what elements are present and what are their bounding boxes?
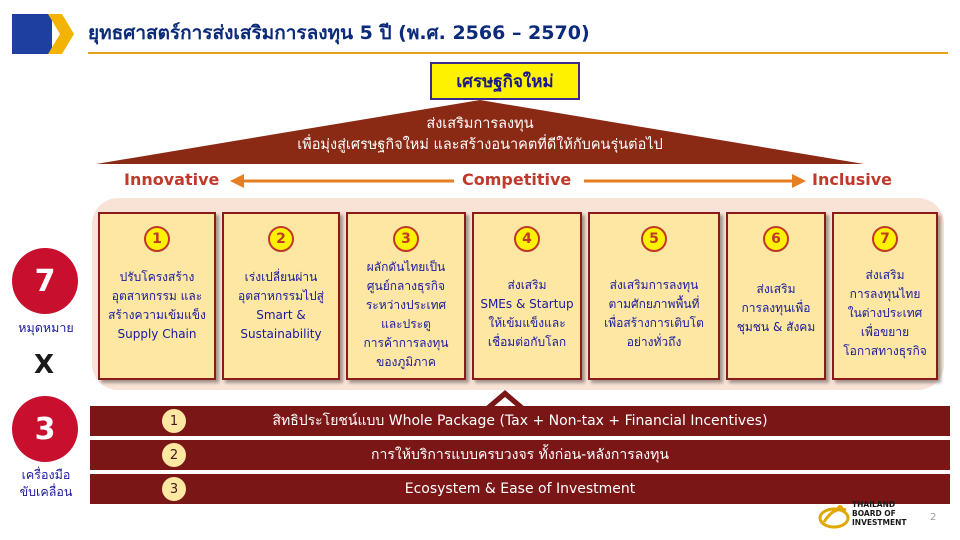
pillar-7: 7 ส่งเสริม การลงทุนไทย ในต่างประเทศ เพื่…	[832, 212, 938, 380]
pillar-text: ส่งเสริมการลงทุน ตามศักยภาพพื้นที่ เพื่อ…	[592, 276, 716, 352]
roof-line-1: ส่งเสริมการลงทุน	[426, 116, 534, 132]
pillar-text: เร่งเปลี่ยนผ่าน อุตสาหกรรมไปสู่ Smart & …	[226, 268, 336, 344]
multiply-sign: X	[34, 350, 55, 380]
axis-inclusive: Inclusive	[812, 170, 892, 189]
roof-label: เศรษฐกิจใหม่	[430, 62, 580, 100]
tool-bar-3: 3 Ecosystem & Ease of Investment	[90, 474, 950, 504]
pillar-line: การค้าการลงทุน	[363, 336, 449, 350]
boi-line: THAILAND	[852, 500, 896, 509]
pillar-line: ชุมชน & สังคม	[736, 320, 816, 334]
boi-line: INVESTMENT	[852, 518, 907, 527]
pillar-6: 6 ส่งเสริม การลงทุนเพื่อ ชุมชน & สังคม	[726, 212, 826, 380]
tool-text: สิทธิประโยชน์แบบ Whole Package (Tax + No…	[272, 413, 768, 429]
pillar-line: ตามศักยภาพพื้นที่	[608, 297, 700, 311]
pillar-line: ส่งเสริม	[507, 278, 547, 292]
pillar-line: อย่างทั่วถึง	[626, 335, 682, 349]
goals-label: หมุดหมาย	[18, 320, 74, 335]
roof-shape	[96, 100, 864, 164]
up-arrow-icon	[484, 390, 526, 408]
pillar-line: ศูนย์กลางธุรกิจ	[366, 279, 446, 293]
pillar-line: ของภูมิภาค	[376, 355, 436, 369]
pillar-number: 7	[872, 226, 898, 252]
pillar-line: โอกาสทางธุรกิจ	[843, 344, 927, 358]
pillar-line: ส่งเสริมการลงทุน	[609, 278, 699, 292]
pillar-line: ให้เข้มแข็งและ	[488, 316, 566, 330]
pillar-line: ในต่างประเทศ	[847, 306, 923, 320]
pillar-line: ส่งเสริม	[865, 268, 905, 282]
pillar-line: ผลักดันไทยเป็น	[366, 260, 446, 274]
pillar-line: Sustainability	[240, 327, 322, 341]
tool-number: 2	[162, 443, 186, 467]
axis-competitive: Competitive	[462, 170, 572, 189]
tool-bar-2: 2 การให้บริการแบบครบวงจร ทั้งก่อน-หลังกา…	[90, 440, 950, 470]
boi-line: BOARD OF	[852, 509, 896, 518]
pillar-text: ผลักดันไทยเป็น ศูนย์กลางธุรกิจ ระหว่างปร…	[350, 258, 462, 372]
pillar-text: ปรับโครงสร้าง อุตสาหกรรม และ สร้างความเข…	[102, 268, 212, 344]
pillar-line: เร่งเปลี่ยนผ่าน	[244, 270, 318, 284]
double-arrow-icon	[230, 174, 806, 188]
pillar-text: ส่งเสริม SMEs & Startup ให้เข้มแข็งและ เ…	[476, 276, 578, 352]
pillar-number: 4	[514, 226, 540, 252]
roof-text: ส่งเสริมการลงทุน เพื่อมุ่งสู่เศรษฐกิจใหม…	[120, 114, 840, 156]
tool-text: การให้บริการแบบครบวงจร ทั้งก่อน-หลังการล…	[371, 447, 669, 463]
page-title: ยุทธศาสตร์การส่งเสริมการลงทุน 5 ปี (พ.ศ.…	[88, 22, 590, 44]
pillar-number: 5	[641, 226, 667, 252]
pillar-1: 1 ปรับโครงสร้าง อุตสาหกรรม และ สร้างความ…	[98, 212, 216, 380]
pillar-number: 1	[144, 226, 170, 252]
pillar-text: ส่งเสริม การลงทุนเพื่อ ชุมชน & สังคม	[730, 280, 822, 337]
tools-count-badge: 3	[12, 396, 78, 462]
title-underline	[88, 52, 948, 54]
pillar-line: อุตสาหกรรม และ	[111, 289, 203, 303]
pillar-number: 2	[268, 226, 294, 252]
pillar-number: 6	[763, 226, 789, 252]
tools-label-line: เครื่องมือ	[21, 467, 71, 482]
pillar-line: Smart &	[256, 308, 306, 322]
pillar-line: และประตู	[381, 317, 431, 331]
pillar-line: SMEs & Startup	[480, 297, 574, 311]
pillar-2: 2 เร่งเปลี่ยนผ่าน อุตสาหกรรมไปสู่ Smart …	[222, 212, 340, 380]
pillar-3: 3 ผลักดันไทยเป็น ศูนย์กลางธุรกิจ ระหว่าง…	[346, 212, 466, 380]
pillar-line: เพื่อขยาย	[860, 325, 910, 339]
chevron-logo-icon	[12, 14, 74, 54]
tools-label-line: ขับเคลื่อน	[19, 484, 73, 499]
tool-bar-1: 1 สิทธิประโยชน์แบบ Whole Package (Tax + …	[90, 406, 950, 436]
roof-line-2: เพื่อมุ่งสู่เศรษฐกิจใหม่ และสร้างอนาคตที…	[297, 137, 663, 153]
boi-logo-icon	[818, 505, 850, 529]
pillar-line: เชื่อมต่อกับโลก	[487, 335, 567, 349]
pillar-line: การลงทุนไทย	[849, 287, 921, 301]
pillar-line: เพื่อสร้างการเติบโต	[604, 316, 704, 330]
axis-innovative: Innovative	[124, 170, 220, 189]
tool-number: 1	[162, 409, 186, 433]
pillar-line: ระหว่างประเทศ	[365, 298, 447, 312]
tool-text: Ecosystem & Ease of Investment	[404, 481, 636, 497]
pillar-number: 3	[393, 226, 419, 252]
pillar-line: สร้างความเข้มแข็ง	[108, 308, 206, 322]
pillar-line: การลงทุนเพื่อ	[741, 301, 811, 315]
tool-number: 3	[162, 477, 186, 501]
boi-wordmark: THAILAND BOARD OF INVESTMENT	[852, 500, 907, 527]
tools-label: เครื่องมือ ขับเคลื่อน	[6, 466, 86, 500]
pillar-line: ส่งเสริม	[756, 282, 796, 296]
pillar-5: 5 ส่งเสริมการลงทุน ตามศักยภาพพื้นที่ เพื…	[588, 212, 720, 380]
page-number: 2	[930, 512, 937, 523]
pillar-4: 4 ส่งเสริม SMEs & Startup ให้เข้มแข็งและ…	[472, 212, 582, 380]
goals-count-badge: 7	[12, 248, 78, 314]
pillar-line: Supply Chain	[117, 327, 197, 341]
pillar-text: ส่งเสริม การลงทุนไทย ในต่างประเทศ เพื่อข…	[836, 266, 934, 361]
pillar-line: ปรับโครงสร้าง	[119, 270, 195, 284]
pillar-line: อุตสาหกรรมไปสู่	[237, 289, 324, 303]
